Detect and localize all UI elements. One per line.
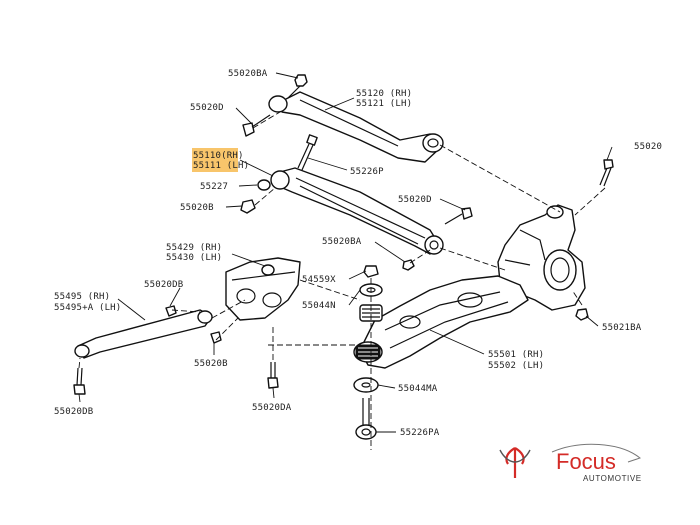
logo-name: Focus	[556, 449, 616, 474]
bolt-55020d-upper	[242, 114, 271, 137]
dashed-centerlines	[78, 111, 606, 450]
label-55020b-mid: 55020B	[194, 359, 228, 369]
bolt-55226p	[297, 134, 318, 171]
washer-55044ma	[353, 377, 379, 393]
label-55429-rh: 55429 (RH)	[166, 243, 222, 253]
bolt-55020db	[165, 305, 177, 317]
label-55111-lh: 55111 (LH)	[193, 161, 249, 171]
logo-subtitle: AUTOMOTIVE	[583, 474, 642, 483]
bushing-55044n	[359, 304, 383, 322]
trident-icon	[499, 447, 531, 478]
bolt-55020b-mid	[210, 331, 222, 344]
label-55044ma: 55044MA	[398, 384, 438, 394]
bushing-dark	[353, 341, 383, 363]
washer-55227	[257, 179, 271, 191]
lower-arm-55501	[359, 275, 529, 369]
bolt-55020db-bottom	[73, 367, 86, 395]
leader-lines	[78, 72, 613, 433]
focus-automotive-logo: Focus AUTOMOTIVE	[499, 443, 642, 483]
label-54559x: 54559X	[302, 275, 336, 285]
label-55020d-b: 55020D	[398, 195, 432, 205]
label-55020-edge: 55020	[634, 142, 662, 152]
bolt-55020b-left	[240, 199, 256, 214]
label-55226p: 55226P	[350, 167, 384, 177]
bolt-55020d-right	[444, 207, 473, 225]
bolt-55226pa	[355, 398, 377, 440]
label-55020da: 55020DA	[252, 403, 292, 413]
label-55020ba-top: 55020BA	[228, 69, 268, 79]
knuckle	[497, 204, 586, 311]
label-55495-rh: 55495 (RH)	[54, 292, 110, 302]
highlight-marker	[192, 148, 238, 172]
link-55495	[74, 309, 213, 359]
bolt-55020-edge	[599, 159, 614, 187]
label-55501-rh: 55501 (RH)	[488, 350, 544, 360]
label-55502-lh: 55502 (LH)	[488, 361, 544, 371]
nut-55021ba	[575, 308, 589, 321]
label-55495a-lh: 55495+A (LH)	[54, 303, 121, 313]
label-55430-lh: 55430 (LH)	[166, 253, 222, 263]
label-55020db-bottom: 55020DB	[54, 407, 93, 417]
label-55021ba: 55021BA	[602, 323, 642, 333]
label-55044n: 55044N	[302, 301, 336, 311]
upper-link-55120	[268, 91, 444, 163]
label-55020d-a: 55020D	[190, 103, 224, 113]
label-55020ba-mid: 55020BA	[322, 237, 362, 247]
bracket-55429	[225, 257, 301, 321]
lower-link-55110	[270, 167, 444, 255]
label-55227: 55227	[200, 182, 228, 192]
bolt-55020da	[267, 362, 279, 389]
label-55226pa: 55226PA	[400, 428, 440, 438]
nut-54559x	[363, 265, 379, 278]
label-55110-rh: 55110(RH)	[193, 151, 244, 161]
label-55120-rh: 55120 (RH)	[356, 89, 412, 99]
label-55121-lh: 55121 (LH)	[356, 99, 412, 109]
label-55020b-a: 55020B	[180, 203, 214, 213]
label-55020db: 55020DB	[144, 280, 183, 290]
